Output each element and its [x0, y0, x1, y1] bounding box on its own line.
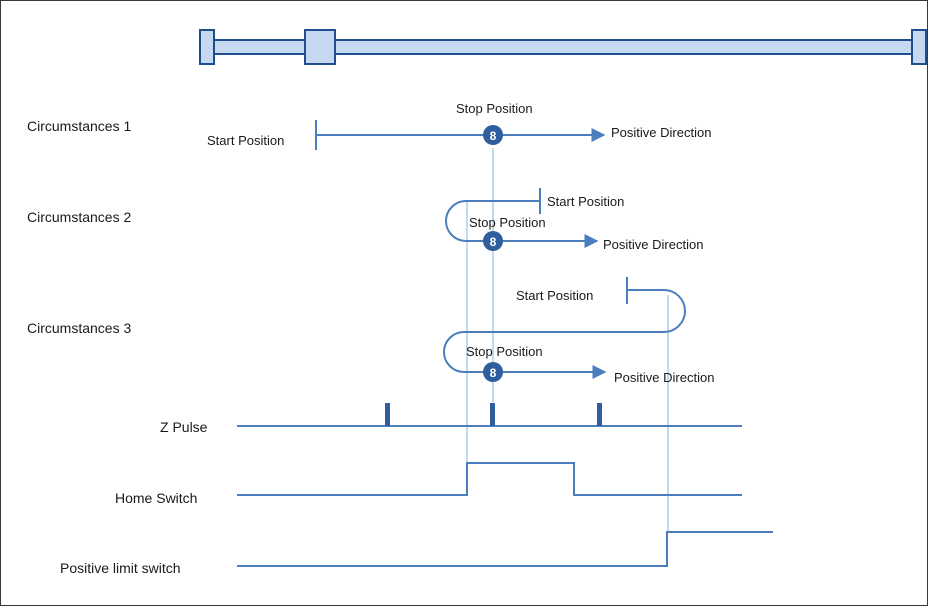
positive-limit-signal: Positive limit switch — [60, 531, 773, 576]
z-pulse-tick — [490, 403, 495, 426]
stop-position-icon — [483, 362, 503, 382]
start-position-label: Start Position — [207, 133, 284, 148]
rail-left-end — [199, 29, 215, 65]
positive-limit-label: Positive limit switch — [60, 560, 181, 576]
z-pulse-tick — [597, 403, 602, 426]
travel-path — [445, 200, 599, 248]
circumstance-3-label: Circumstances 3 — [27, 320, 131, 336]
circumstance-1-label: Circumstances 1 — [27, 118, 131, 134]
stop-position-icon — [483, 231, 503, 251]
z-pulse-signal: Z Pulse — [160, 403, 742, 435]
rail-slider — [304, 29, 336, 65]
circumstance-3: Circumstances 3 Start Position Stop Posi… — [27, 277, 714, 385]
positive-direction-label: Positive Direction — [603, 237, 703, 252]
stop-icon-glyph: 8 — [490, 366, 497, 380]
start-position-label: Start Position — [516, 288, 593, 303]
stop-position-label: Stop Position — [466, 344, 543, 359]
circumstance-2-label: Circumstances 2 — [27, 209, 131, 225]
home-switch-label: Home Switch — [115, 490, 197, 506]
rail-right-end — [911, 29, 927, 65]
start-position-label: Start Position — [547, 194, 624, 209]
z-pulse-label: Z Pulse — [160, 419, 208, 435]
circumstance-2: Circumstances 2 Start Position Stop Posi… — [27, 188, 703, 252]
stop-position-label: Stop Position — [469, 215, 546, 230]
positive-direction-label: Positive Direction — [614, 370, 714, 385]
home-switch-waveform — [237, 462, 742, 496]
positive-direction-label: Positive Direction — [611, 125, 711, 140]
home-switch-signal: Home Switch — [115, 462, 742, 506]
stop-position-label: Stop Position — [456, 101, 533, 116]
axis-rail — [199, 29, 927, 65]
travel-path — [443, 289, 686, 379]
circumstance-1: Circumstances 1 Start Position Stop Posi… — [27, 101, 711, 150]
positive-limit-waveform — [237, 531, 773, 567]
stop-icon-glyph: 8 — [490, 129, 497, 143]
stop-position-icon — [483, 125, 503, 145]
stop-icon-glyph: 8 — [490, 235, 497, 249]
z-pulse-tick — [385, 403, 390, 426]
